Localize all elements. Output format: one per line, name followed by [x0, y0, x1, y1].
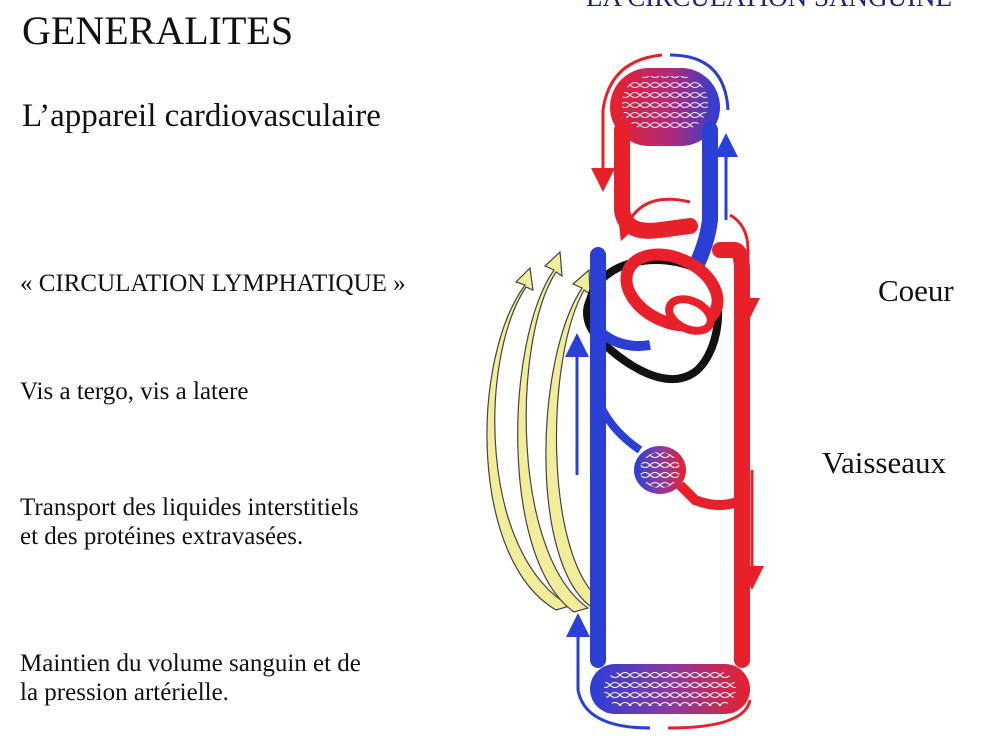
middle-capillaries — [634, 446, 686, 494]
vessels-label: Vaisseaux — [822, 445, 946, 480]
flow-arrow-top-blue — [669, 53, 730, 111]
transport-text: Transport des liquides interstitiels et … — [20, 494, 359, 552]
venous-inflow — [594, 326, 651, 351]
lymph-circulation-label: « CIRCULATION LYMPHATIQUE » — [20, 270, 406, 297]
flow-arrow-bottom-up — [566, 613, 651, 730]
lymph-arrow-1 — [486, 266, 572, 611]
lymph-arrows — [486, 250, 602, 613]
heart-label: Coeur — [878, 273, 954, 308]
flow-arrow-top-red — [591, 53, 663, 192]
lymph-arrow-2 — [517, 250, 590, 613]
flow-arrow-heart-red — [617, 197, 691, 242]
subtitle: L’appareil cardiovasculaire — [22, 98, 381, 134]
maintien-line-2: la pression artérielle. — [20, 678, 229, 706]
maintien-text: Maintien du volume sanguin et de la pres… — [20, 650, 361, 708]
vis-tergo-text: Vis a tergo, vis a latere — [20, 378, 249, 405]
page-title: GENERALITES — [22, 8, 294, 53]
middle-artery — [676, 481, 745, 510]
middle-vein — [594, 398, 643, 454]
circulation-header: LA CIRCULATION SANGUINE — [586, 0, 952, 13]
pulmonary-capillaries — [610, 68, 720, 146]
left-ventricle — [665, 295, 715, 335]
flow-arrow-right-down — [729, 213, 760, 322]
transport-line-1: Transport des liquides interstitiels — [20, 494, 359, 521]
lymph-arrow-3 — [545, 268, 602, 607]
left-heart-chamber — [620, 248, 724, 332]
transport-line-2: et des protéines extravasées. — [20, 522, 304, 550]
heart — [583, 248, 724, 384]
aorta — [712, 242, 750, 668]
maintien-line-1: Maintien du volume sanguin et de — [20, 650, 361, 677]
systemic-capillaries — [590, 664, 750, 714]
flow-arrows — [565, 53, 764, 730]
flow-arrow-bottom-red — [667, 699, 752, 730]
